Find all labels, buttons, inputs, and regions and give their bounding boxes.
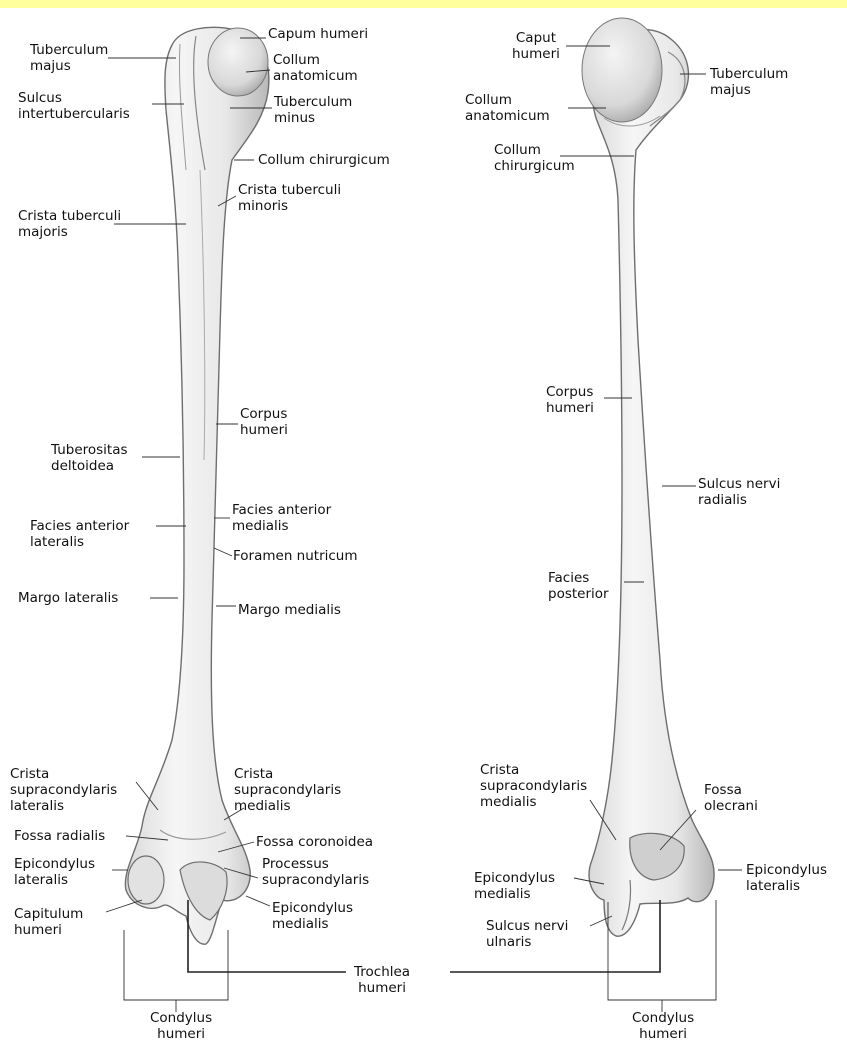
label-capum-humeri: Capum humeri bbox=[268, 26, 368, 42]
label-collum-anatomicum-anterior: Collum anatomicum bbox=[273, 52, 358, 84]
label-epicondylus-lateralis-anterior: Epicondylus lateralis bbox=[14, 856, 95, 888]
label-collum-chirurgicum-anterior: Collum chirurgicum bbox=[258, 152, 390, 168]
label-tuberculum-minus: Tuberculum minus bbox=[274, 94, 352, 126]
trochlea-connector bbox=[188, 900, 660, 972]
label-corpus-humeri-anterior: Corpus humeri bbox=[240, 406, 288, 438]
label-trochlea-humeri: Trochlea humeri bbox=[354, 964, 410, 996]
label-collum-anatomicum-posterior: Collum anatomicum bbox=[465, 92, 550, 124]
label-condylus-humeri-anterior: Condylus humeri bbox=[150, 1010, 212, 1042]
label-margo-lateralis: Margo lateralis bbox=[18, 590, 118, 606]
label-facies-anterior-lateralis: Facies anterior lateralis bbox=[30, 518, 129, 550]
label-crista-tuberculi-majoris: Crista tuberculi majoris bbox=[18, 208, 121, 240]
label-corpus-humeri-posterior: Corpus humeri bbox=[546, 384, 594, 416]
label-facies-posterior: Facies posterior bbox=[548, 570, 609, 602]
label-crista-supracondylaris-medialis-posterior: Crista supracondylaris medialis bbox=[480, 762, 587, 810]
label-epicondylus-medialis-posterior: Epicondylus medialis bbox=[474, 870, 555, 902]
label-sulcus-nervi-ulnaris: Sulcus nervi ulnaris bbox=[486, 918, 568, 950]
label-tuberositas-deltoidea: Tuberositas deltoidea bbox=[51, 442, 128, 474]
label-collum-chirurgicum-posterior: Collum chirurgicum bbox=[494, 142, 575, 174]
label-epicondylus-lateralis-posterior: Epicondylus lateralis bbox=[746, 862, 827, 894]
label-crista-supracondylaris-medialis-anterior: Crista supracondylaris medialis bbox=[234, 766, 341, 814]
label-caput-humeri: Caput humeri bbox=[512, 30, 560, 62]
label-processus-supracondylaris: Processus supracondylaris bbox=[262, 856, 369, 888]
label-sulcus-nervi-radialis: Sulcus nervi radialis bbox=[698, 476, 780, 508]
label-facies-anterior-medialis: Facies anterior medialis bbox=[232, 502, 331, 534]
label-condylus-humeri-posterior: Condylus humeri bbox=[632, 1010, 694, 1042]
label-sulcus-intertubercularis: Sulcus intertubercularis bbox=[18, 90, 130, 122]
label-crista-tuberculi-minoris: Crista tuberculi minoris bbox=[238, 182, 341, 214]
label-epicondylus-medialis-anterior: Epicondylus medialis bbox=[272, 900, 353, 932]
label-margo-medialis: Margo medialis bbox=[238, 602, 341, 618]
label-fossa-olecrani: Fossa olecrani bbox=[704, 782, 758, 814]
label-tuberculum-majus-anterior: Tuberculum majus bbox=[30, 42, 108, 74]
label-fossa-radialis: Fossa radialis bbox=[14, 828, 105, 844]
label-crista-supracondylaris-lateralis: Crista supracondylaris lateralis bbox=[10, 766, 117, 814]
label-tuberculum-majus-posterior: Tuberculum majus bbox=[710, 66, 788, 98]
label-fossa-coronoidea: Fossa coronoidea bbox=[256, 834, 373, 850]
label-foramen-nutricum: Foramen nutricum bbox=[233, 548, 358, 564]
label-capitulum-humeri: Capitulum humeri bbox=[14, 906, 83, 938]
